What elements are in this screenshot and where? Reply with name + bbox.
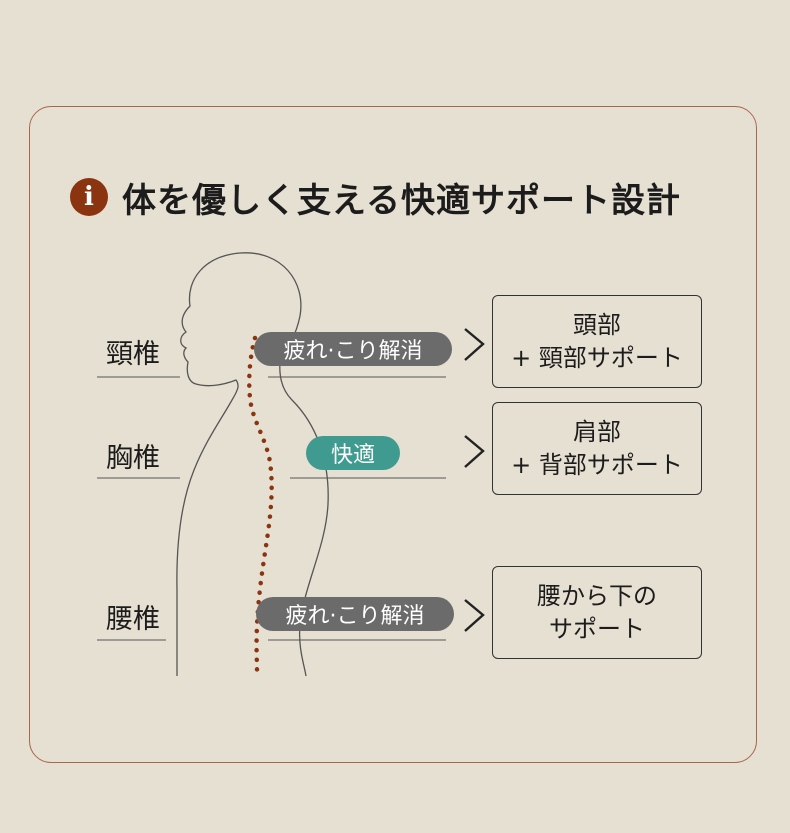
- box-line2: + 頸部サポート: [511, 343, 683, 372]
- chevron-right-icon: [464, 435, 485, 468]
- label-thoracic: 胸椎: [106, 443, 160, 474]
- back-outline: [279, 361, 329, 677]
- label-lumbar: 腰椎: [106, 604, 160, 635]
- support-box-shoulder: 肩部 + 背部サポート: [492, 402, 702, 495]
- box-line1: 腰から下の: [537, 581, 657, 610]
- chevron-right-icon: [464, 328, 485, 361]
- box-line1: 頭部: [573, 310, 621, 339]
- box-line2: サポート: [549, 614, 645, 643]
- box-line2: + 背部サポート: [511, 450, 683, 479]
- head-front-outline: [176, 252, 302, 676]
- content-card: [29, 106, 757, 763]
- label-cervical: 頸椎: [106, 339, 160, 370]
- chevron-right-icon: [464, 599, 485, 632]
- support-box-lower-back: 腰から下の サポート: [492, 566, 702, 659]
- pill-fatigue-relief-cervical: 疲れ·こり解消: [254, 332, 452, 366]
- header: i 体を優しく支える快適サポート設計: [70, 174, 681, 221]
- info-icon: i: [70, 178, 108, 216]
- pill-comfort: 快適: [306, 436, 400, 470]
- pill-fatigue-relief-lumbar: 疲れ·こり解消: [256, 597, 454, 631]
- spine-dotted-line: [246, 335, 274, 673]
- support-box-head: 頭部 + 頸部サポート: [492, 295, 702, 388]
- page-title: 体を優しく支える快適サポート設計: [122, 180, 681, 221]
- box-line1: 肩部: [573, 417, 621, 446]
